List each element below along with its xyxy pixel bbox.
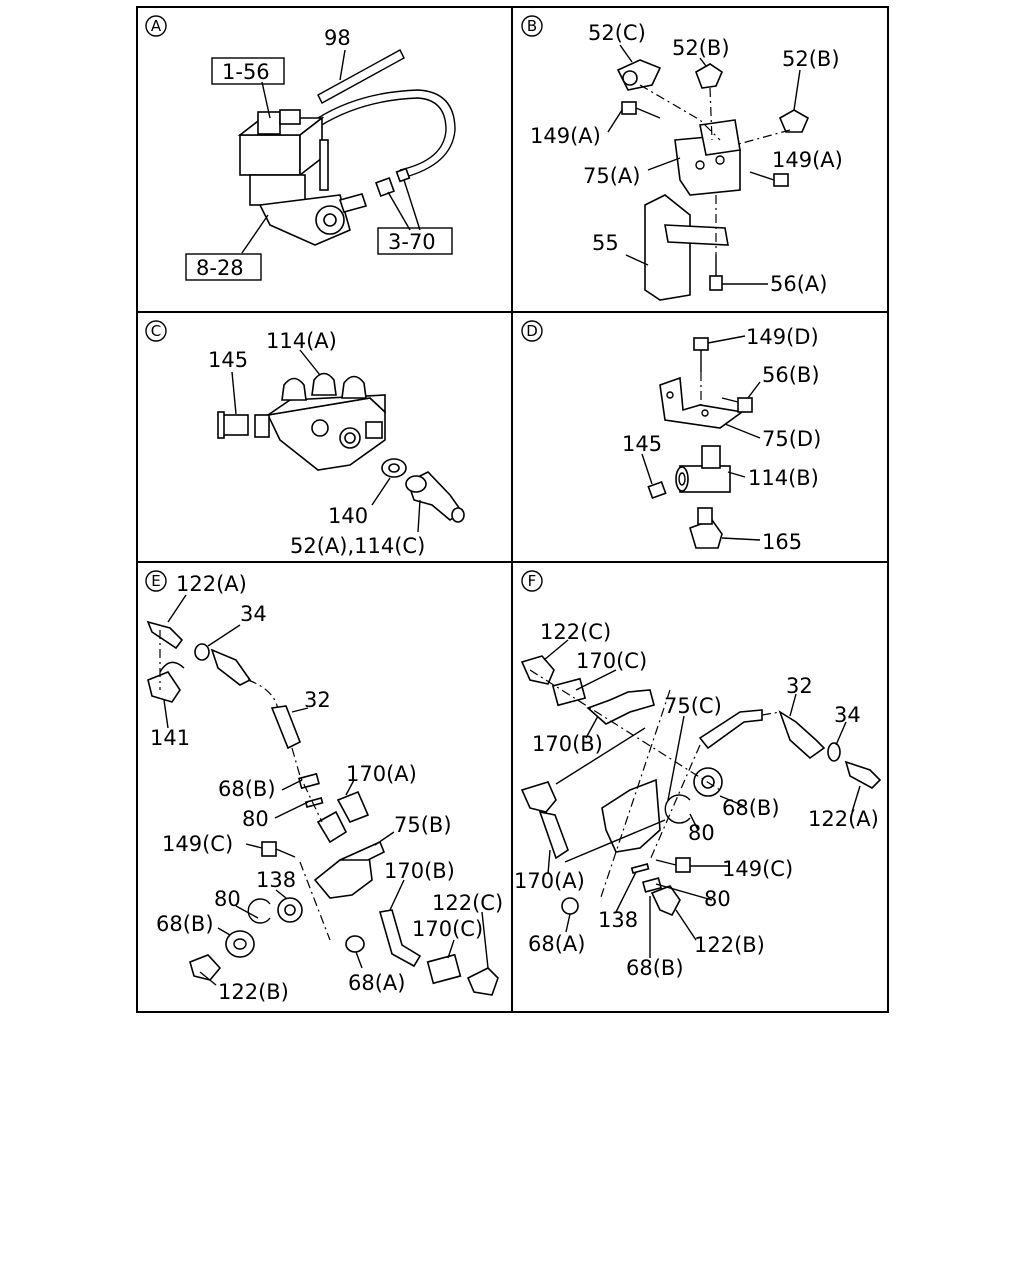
label-80-f-top: 80 bbox=[688, 821, 715, 845]
label-34-e: 34 bbox=[240, 602, 267, 626]
label-145-c: 145 bbox=[208, 348, 248, 372]
label-34-f: 34 bbox=[834, 703, 861, 727]
panel-c: C 114(A) bbox=[145, 320, 465, 558]
valve-assembly bbox=[237, 109, 368, 246]
panel-a: A 98 1-56 bbox=[145, 15, 456, 281]
panel-e-letter: E bbox=[151, 572, 160, 590]
label-122a-e: 122(A) bbox=[176, 572, 247, 596]
label-80-f-bottom: 80 bbox=[704, 887, 731, 911]
label-52c: 52(C) bbox=[588, 21, 646, 45]
panel-f: F bbox=[514, 570, 882, 980]
manifold-block bbox=[254, 372, 386, 471]
panel-a-letter: A bbox=[151, 17, 162, 35]
label-170c-f: 170(C) bbox=[576, 649, 647, 673]
panel-b-marker: B bbox=[521, 15, 543, 37]
label-52a-114c: 52(A),114(C) bbox=[290, 534, 425, 558]
panel-f-letter: F bbox=[528, 572, 537, 590]
label-170a-e: 170(A) bbox=[346, 762, 417, 786]
label-141: 141 bbox=[150, 726, 190, 750]
label-165: 165 bbox=[762, 530, 802, 554]
label-8-28: 8-28 bbox=[196, 256, 244, 280]
label-32-f: 32 bbox=[786, 674, 813, 698]
label-149c-e: 149(C) bbox=[162, 832, 233, 856]
label-149c-f: 149(C) bbox=[722, 857, 793, 881]
label-80-e-top: 80 bbox=[242, 807, 269, 831]
label-68b-e-top: 68(B) bbox=[218, 777, 276, 801]
label-122c-f: 122(C) bbox=[540, 620, 611, 644]
label-149a-left: 149(A) bbox=[530, 124, 601, 148]
label-170b-f: 170(B) bbox=[532, 732, 603, 756]
label-80-e-bottom: 80 bbox=[214, 887, 241, 911]
label-170b-e: 170(B) bbox=[384, 859, 455, 883]
panel-d-letter: D bbox=[526, 322, 538, 340]
label-138-f: 138 bbox=[598, 908, 638, 932]
label-68a-e: 68(A) bbox=[348, 971, 405, 995]
label-122a-f: 122(A) bbox=[808, 807, 879, 831]
label-32-e: 32 bbox=[304, 688, 331, 712]
label-122b-e: 122(B) bbox=[218, 980, 289, 1004]
panel-b-letter: B bbox=[527, 17, 537, 35]
label-122c-e: 122(C) bbox=[432, 891, 503, 915]
panel-c-letter: C bbox=[151, 322, 161, 340]
label-68b-f-right: 68(B) bbox=[722, 796, 780, 820]
panel-a-marker: A bbox=[145, 15, 167, 37]
diagram-frame bbox=[136, 6, 889, 1013]
label-52b-right: 52(B) bbox=[782, 47, 840, 71]
label-140: 140 bbox=[328, 504, 368, 528]
label-149a-right: 149(A) bbox=[772, 148, 843, 172]
label-56a: 56(A) bbox=[770, 272, 827, 296]
label-170c-e: 170(C) bbox=[412, 917, 483, 941]
label-114b: 114(B) bbox=[748, 466, 819, 490]
label-75b: 75(B) bbox=[394, 813, 452, 837]
label-149d: 149(D) bbox=[746, 325, 819, 349]
label-75c: 75(C) bbox=[664, 694, 722, 718]
label-52b-top: 52(B) bbox=[672, 36, 730, 60]
label-1-56: 1-56 bbox=[222, 60, 270, 84]
panel-b: B 52(C) 52(B) bbox=[521, 15, 843, 301]
label-145-d: 145 bbox=[622, 432, 662, 456]
label-68b-f-bottom: 68(B) bbox=[626, 956, 684, 980]
label-55: 55 bbox=[592, 231, 619, 255]
label-98: 98 bbox=[324, 26, 351, 50]
panel-d-marker: D bbox=[521, 320, 543, 342]
label-114a: 114(A) bbox=[266, 329, 337, 353]
label-75a: 75(A) bbox=[583, 164, 640, 188]
label-3-70: 3-70 bbox=[388, 230, 436, 254]
panel-f-marker: F bbox=[521, 570, 543, 592]
label-75d: 75(D) bbox=[762, 427, 821, 451]
label-122b-f: 122(B) bbox=[694, 933, 765, 957]
label-170a-f: 170(A) bbox=[514, 869, 585, 893]
panel-d: D 149(D) 5 bbox=[521, 320, 821, 554]
panel-e: E bbox=[145, 570, 503, 1004]
fitting-52a bbox=[405, 471, 465, 523]
elbow-165 bbox=[689, 507, 723, 549]
label-68a-f: 68(A) bbox=[528, 932, 585, 956]
label-56b: 56(B) bbox=[762, 363, 820, 387]
panel-c-marker: C bbox=[145, 320, 167, 342]
label-68b-e-bottom: 68(B) bbox=[156, 912, 214, 936]
panel-e-marker: E bbox=[145, 570, 167, 592]
tee-114b bbox=[675, 445, 731, 493]
label-138-e: 138 bbox=[256, 868, 296, 892]
